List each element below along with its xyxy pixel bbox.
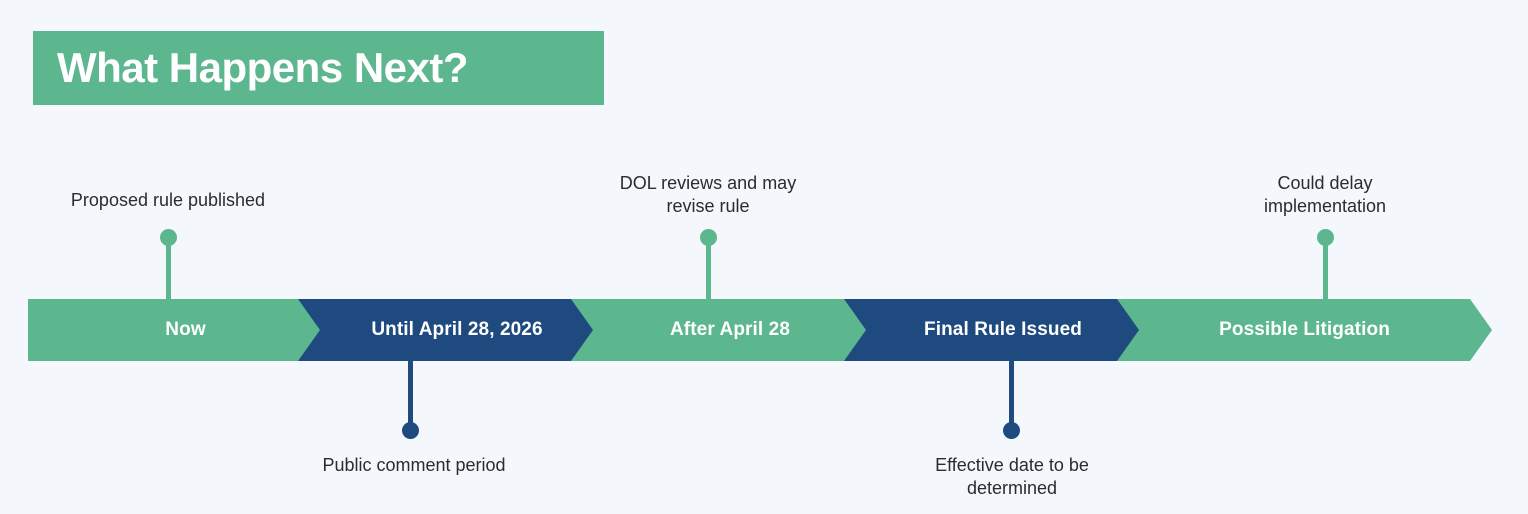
timeline-bar: Now Until April 28, 2026 After April 28 … xyxy=(28,299,1492,361)
callout-label-public-comment-period: Public comment period xyxy=(322,455,506,475)
callout-label-dol-reviews-and-may-revise-rule: DOL reviews and may revise rule xyxy=(619,173,797,216)
timeline-segment-label: Until April 28, 2026 xyxy=(371,319,543,340)
timeline-segment-after-april-28[interactable]: After April 28 xyxy=(571,299,889,361)
callout-label-proposed-rule-published: Proposed rule published xyxy=(70,190,266,210)
timeline-segment-label: After April 28 xyxy=(669,319,790,340)
pin-dot-icon xyxy=(1003,422,1020,439)
pin-stem xyxy=(1009,360,1014,430)
pin-stem xyxy=(408,360,413,430)
pin-public-comment-period xyxy=(402,360,419,440)
pin-dot-icon xyxy=(402,422,419,439)
timeline-segment-now[interactable]: Now xyxy=(28,299,343,361)
timeline-segment-possible-litigation[interactable]: Possible Litigation xyxy=(1117,299,1492,361)
title-banner: What Happens Next? xyxy=(33,31,604,105)
pin-proposed-rule-published xyxy=(160,229,177,301)
pin-dol-reviews xyxy=(700,229,717,301)
pin-stem xyxy=(706,237,711,301)
callout-label-effective-date-to-be-determined: Effective date to be determined xyxy=(935,455,1089,498)
pin-effective-date-to-be-determined xyxy=(1003,360,1020,440)
callout-label-could-delay-implementation: Could delay implementation xyxy=(1263,173,1387,216)
timeline-segment-label: Final Rule Issued xyxy=(924,319,1082,340)
pin-could-delay-implementation xyxy=(1317,229,1334,301)
timeline-segment-final-rule-issued[interactable]: Final Rule Issued xyxy=(844,299,1162,361)
timeline-segment-until-april-28-2026[interactable]: Until April 28, 2026 xyxy=(298,299,616,361)
page-title: What Happens Next? xyxy=(57,44,469,91)
timeline-segment-label: Now xyxy=(165,319,206,340)
pin-stem xyxy=(166,237,171,301)
timeline-segment-label: Possible Litigation xyxy=(1219,319,1390,340)
pin-stem xyxy=(1323,237,1328,301)
